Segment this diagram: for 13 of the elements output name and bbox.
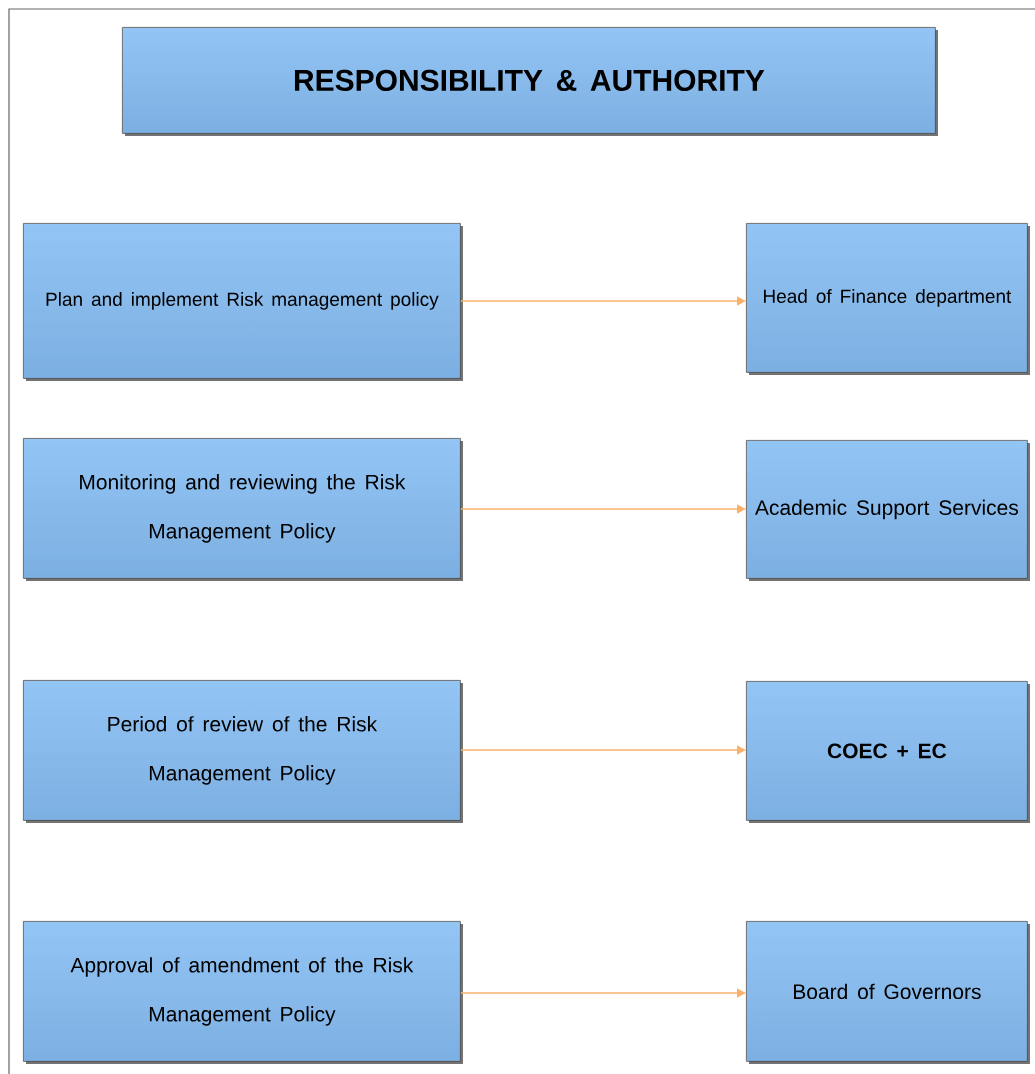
- process-box: Board of Governors: [746, 921, 1030, 1064]
- arrow: [460, 504, 746, 514]
- title-box: RESPONSIBILITY & AUTHORITY: [122, 27, 938, 136]
- arrow: [460, 745, 746, 755]
- process-box: Head of Finance department: [746, 223, 1030, 375]
- process-box: Plan and implement Risk management policy: [23, 223, 463, 381]
- process-box: Approval of amendment of the Risk Management Policy: [23, 921, 463, 1064]
- arrow: [460, 988, 746, 998]
- arrow: [460, 296, 746, 306]
- process-box: Monitoring and reviewing the Risk Management Policy: [23, 438, 463, 581]
- process-box: Period of review of the Risk Management Policy: [23, 680, 463, 823]
- process-box: COEC + EC: [746, 681, 1030, 823]
- process-box: Academic Support Services: [746, 440, 1030, 581]
